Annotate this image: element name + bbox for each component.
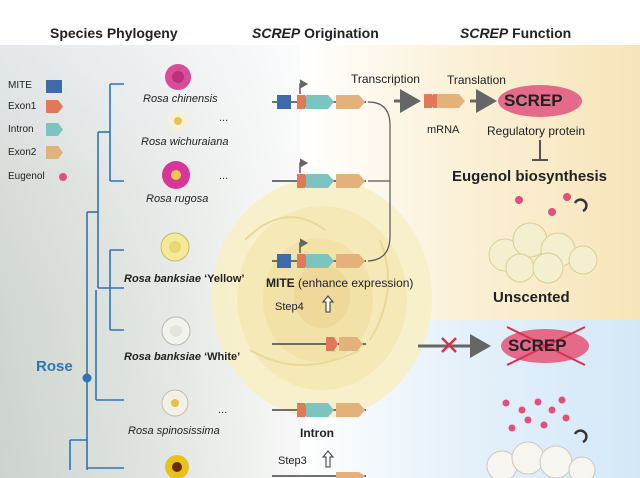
transcription-label: Transcription: [351, 72, 420, 86]
screp-protein-oval: [498, 85, 582, 117]
cream-rose-image: [212, 178, 432, 418]
gene-row-banksiae-white: [272, 337, 366, 351]
blocked-cross-small: [441, 337, 457, 353]
species-banksiae-yellow: Rosa banksiae ‘Yellow’: [124, 273, 244, 285]
legend-swatch-intron: [46, 123, 63, 136]
ellipsis-3: ...: [218, 404, 228, 416]
mite-event-label: MITE (enhance expression): [266, 276, 413, 290]
species-banksiae-yellow-name: Rosa banksiae: [124, 273, 202, 285]
header-screp-function: SCREP Function: [460, 25, 571, 41]
step4-arrow-icon: [321, 295, 335, 313]
inhibition-symbol: [532, 140, 548, 161]
regulatory-protein-label: Regulatory protein: [487, 124, 586, 138]
step3-label: Step3: [278, 455, 307, 467]
rose-clade-label: Rose: [36, 358, 73, 375]
flower-wichuraiana-icon: [167, 110, 189, 132]
screp-blocked-label: SCREP: [508, 336, 567, 355]
intron-event-label: Intron: [300, 426, 334, 440]
gene-row-rugosa: [272, 158, 366, 188]
flower-spinosissima-icon: [161, 389, 189, 417]
species-rugosa: Rosa rugosa: [146, 193, 209, 205]
legend-label-exon1: Exon1: [8, 101, 37, 112]
flower-yellow-bottom-icon: [165, 455, 189, 478]
legend-swatch-exon1: [46, 100, 63, 113]
ellipsis-2: ...: [219, 170, 229, 182]
screp-big-cross: [506, 326, 586, 366]
step4-label: Step4: [275, 301, 304, 313]
legend-swatch-mite: [46, 80, 62, 93]
legend-label-exon2: Exon2: [8, 147, 37, 158]
emission-arc-top: [573, 198, 588, 213]
rose-clade-node: [82, 373, 92, 383]
species-banksiae-white-name: Rosa banksiae: [124, 351, 202, 363]
header-function-italic: SCREP: [460, 25, 509, 41]
flower-rugosa-icon: [162, 161, 190, 189]
legend-swatch-eugenol: [59, 173, 67, 181]
flower-banksiae-yellow-icon: [160, 232, 190, 262]
flower-cluster-top: [488, 222, 598, 284]
expression-bracket: [367, 101, 391, 262]
species-banksiae-white: Rosa banksiae ‘White’: [124, 351, 240, 363]
mrna-exon2-icon: [437, 94, 465, 108]
header-species-phylogeny: Species Phylogeny: [50, 25, 178, 41]
legend-swatch-exon2: [46, 146, 63, 159]
legend-label-mite: MITE: [8, 80, 32, 91]
header-origination-rest: Origination: [300, 25, 379, 41]
header-screp-origination: SCREP Origination: [252, 25, 379, 41]
step3-arrow-icon: [321, 450, 335, 468]
ellipsis-1: ...: [219, 112, 229, 124]
unscented-label: Unscented: [493, 289, 570, 306]
eugenol-molecules-bottom: [502, 396, 570, 432]
mite-event-rest: (enhance expression): [294, 276, 414, 290]
screp-protein-label: SCREP: [504, 91, 563, 110]
flower-cluster-bottom: [486, 441, 596, 478]
flower-chinensis-icon: [165, 64, 191, 90]
translation-label: Translation: [447, 73, 506, 87]
mite-event-bold: MITE: [266, 276, 295, 290]
header-origination-italic: SCREP: [252, 25, 301, 41]
gene-row-banksiae-yellow: [272, 238, 366, 268]
species-chinensis: Rosa chinensis: [143, 93, 218, 105]
gene-row-bottom: [272, 472, 366, 478]
legend-label-intron: Intron: [8, 124, 34, 135]
gene-row-chinensis: [272, 79, 366, 109]
flower-banksiae-white-icon: [161, 316, 191, 346]
gene-row-spinosissima: [272, 403, 366, 417]
phylogeny-tree: [69, 83, 124, 470]
mrna-label: mRNA: [427, 124, 460, 136]
species-banksiae-white-var: ‘White’: [201, 351, 241, 363]
species-spinosissima: Rosa spinosissima: [128, 425, 220, 437]
eugenol-molecules-top: [515, 193, 571, 216]
species-banksiae-yellow-var: ‘Yellow’: [201, 273, 245, 285]
emission-arc-bottom: [573, 429, 588, 444]
legend-label-eugenol: Eugenol: [8, 171, 45, 182]
eugenol-biosynthesis-label: Eugenol biosynthesis: [452, 168, 608, 185]
header-function-rest: Function: [508, 25, 572, 41]
species-wichuraiana: Rosa wichuraiana: [141, 136, 229, 148]
